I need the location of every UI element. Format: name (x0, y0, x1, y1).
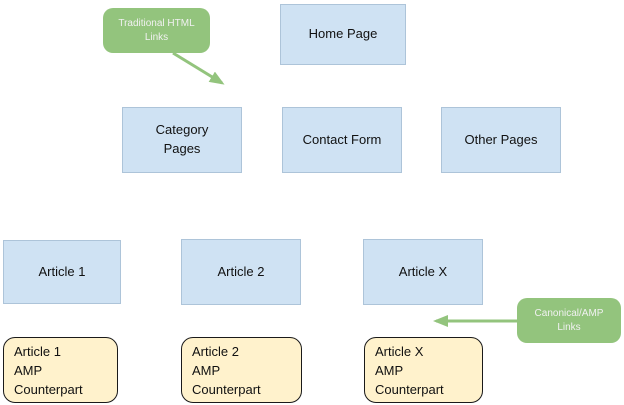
label-canonical-amp-links: Canonical/AMP Links (517, 298, 621, 343)
canonical-amp-links-text: Canonical/AMP Links (534, 308, 604, 333)
label-traditional-html-links: Traditional HTML Links (103, 8, 210, 53)
node-home-page: Home Page (280, 4, 406, 65)
node-other-pages: Other Pages (441, 107, 561, 173)
node-article-x: Article X (363, 239, 483, 305)
node-article-2-amp-label: Article 2 AMP Counterpart (192, 344, 261, 397)
node-article-1-amp-label: Article 1 AMP Counterpart (14, 344, 83, 397)
node-article-2-amp-counterpart: Article 2 AMP Counterpart (181, 337, 302, 403)
node-contact-form: Contact Form (282, 107, 402, 173)
node-article-x-amp-counterpart: Article X AMP Counterpart (364, 337, 483, 403)
node-article-x-label: Article X (398, 263, 448, 279)
node-article-1-amp-counterpart: Article 1 AMP Counterpart (3, 337, 118, 403)
node-category-pages-label: Category Pages (155, 122, 209, 156)
node-article-2: Article 2 (181, 239, 301, 305)
traditional-html-links-text: Traditional HTML Links (118, 18, 195, 43)
node-article-x-amp-label: Article X AMP Counterpart (375, 344, 444, 397)
node-article-2-label: Article 2 (217, 263, 265, 279)
node-article-1: Article 1 (3, 240, 121, 304)
traditional-html-links-arrow (172, 51, 225, 85)
node-article-1-label: Article 1 (38, 263, 86, 279)
node-home-page-label: Home Page (308, 26, 378, 42)
node-contact-form-label: Contact Form (302, 131, 382, 147)
node-category-pages: Category Pages (122, 107, 242, 173)
node-other-pages-label: Other Pages (464, 131, 538, 147)
